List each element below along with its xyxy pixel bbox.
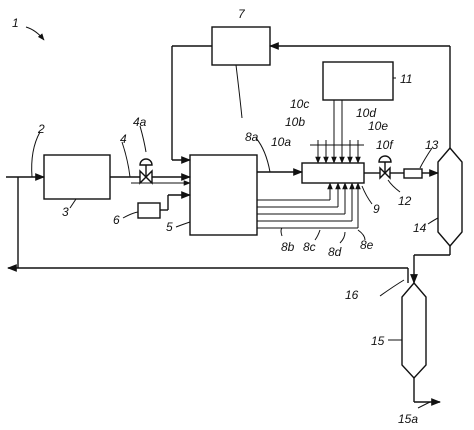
label-16: 16	[345, 288, 359, 302]
label-8e: 8e	[360, 238, 374, 252]
unit-6-box	[137, 202, 161, 219]
label-10b: 10b	[285, 115, 305, 129]
column-14	[437, 146, 463, 248]
label-3: 3	[62, 205, 69, 219]
label-8c: 8c	[303, 240, 316, 254]
unit-13-box	[403, 168, 423, 179]
label-10c: 10c	[290, 97, 309, 111]
label-5: 5	[166, 220, 173, 234]
label-7: 7	[238, 7, 246, 21]
label-10d: 10d	[356, 106, 376, 120]
leader-lines	[31, 64, 439, 409]
label-8a: 8a	[245, 130, 259, 144]
label-14: 14	[413, 221, 427, 235]
column-15	[401, 281, 427, 380]
label-15a: 15a	[398, 412, 418, 426]
unit-3-box	[43, 154, 111, 200]
unit-5-box	[189, 154, 258, 236]
label-12: 12	[398, 194, 412, 208]
label-8b: 8b	[281, 240, 295, 254]
label-4a: 4a	[133, 115, 147, 129]
unit-11-box	[322, 61, 394, 101]
mixer-9-box	[301, 162, 365, 184]
label-10a: 10a	[271, 135, 291, 149]
label-8d: 8d	[328, 245, 342, 259]
label-10e: 10e	[368, 119, 388, 133]
label-13: 13	[425, 138, 439, 152]
label-11: 11	[400, 72, 412, 86]
valve-12	[378, 155, 392, 180]
figure-arrow	[25, 26, 45, 41]
valve-4a	[139, 158, 153, 185]
label-6: 6	[113, 213, 120, 227]
label-15: 15	[371, 334, 385, 348]
label-9: 9	[373, 202, 380, 216]
label-2: 2	[37, 122, 45, 136]
lines-8b-8e	[257, 182, 361, 229]
label-10f: 10f	[376, 138, 394, 152]
figure-label: 1	[12, 16, 19, 30]
unit-7-box	[211, 26, 271, 66]
inlets-10a-10f	[310, 100, 364, 164]
label-4: 4	[120, 132, 127, 146]
